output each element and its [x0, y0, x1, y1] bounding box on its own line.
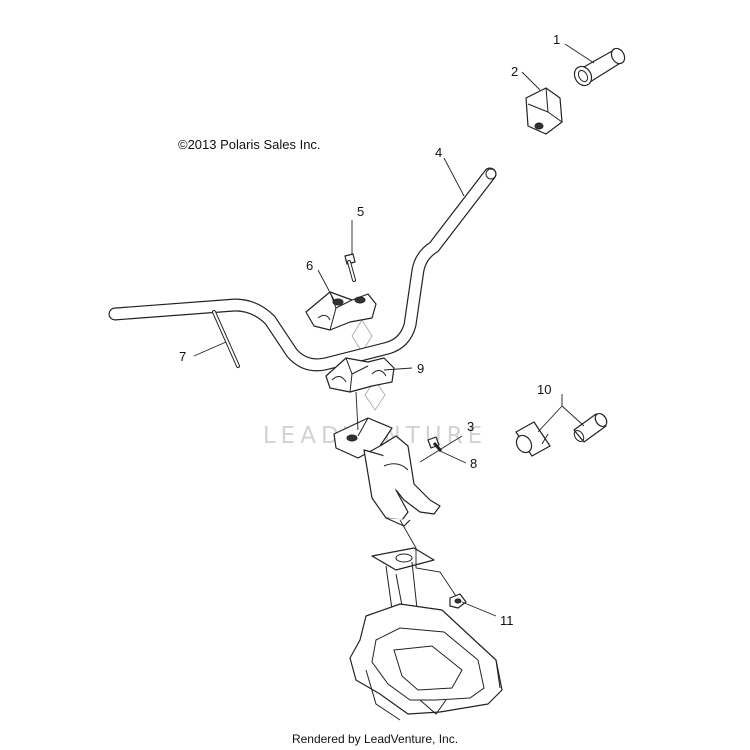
footer-text: Rendered by LeadVenture, Inc.: [291, 732, 459, 746]
grip-block-part-2[interactable]: [525, 87, 563, 135]
upper-clamp-part-6[interactable]: [305, 291, 377, 331]
bolt-part-8[interactable]: [427, 436, 443, 452]
callout-2: 2: [511, 64, 518, 79]
callout-3: 3: [467, 419, 474, 434]
callout-6: 6: [306, 258, 313, 273]
long-bolt-part-7[interactable]: [212, 310, 240, 368]
lower-clamp-part-9[interactable]: [325, 357, 395, 393]
callout-numbers: 1 2 3 4 5 6 7 8 9 10 11: [179, 32, 560, 628]
handlebar-part-4[interactable]: [108, 167, 497, 372]
callout-9: 9: [417, 361, 424, 376]
grip-part-1[interactable]: [571, 46, 627, 89]
leader-lines: [193, 43, 595, 617]
steering-column-assembly: [349, 547, 503, 721]
callout-11: 11: [500, 613, 514, 628]
copyright-text: ©2013 Polaris Sales Inc.: [178, 137, 321, 152]
nut-part-11[interactable]: [449, 593, 467, 609]
callout-1: 1: [553, 32, 560, 47]
callout-8: 8: [470, 456, 477, 471]
callout-5: 5: [357, 204, 364, 219]
callout-4: 4: [435, 145, 442, 160]
tube-part-10[interactable]: [513, 411, 609, 457]
bolt-part-5[interactable]: [344, 253, 356, 282]
riser-bracket-part-3[interactable]: [333, 417, 441, 527]
callout-7: 7: [179, 349, 186, 364]
callout-10: 10: [537, 382, 551, 397]
